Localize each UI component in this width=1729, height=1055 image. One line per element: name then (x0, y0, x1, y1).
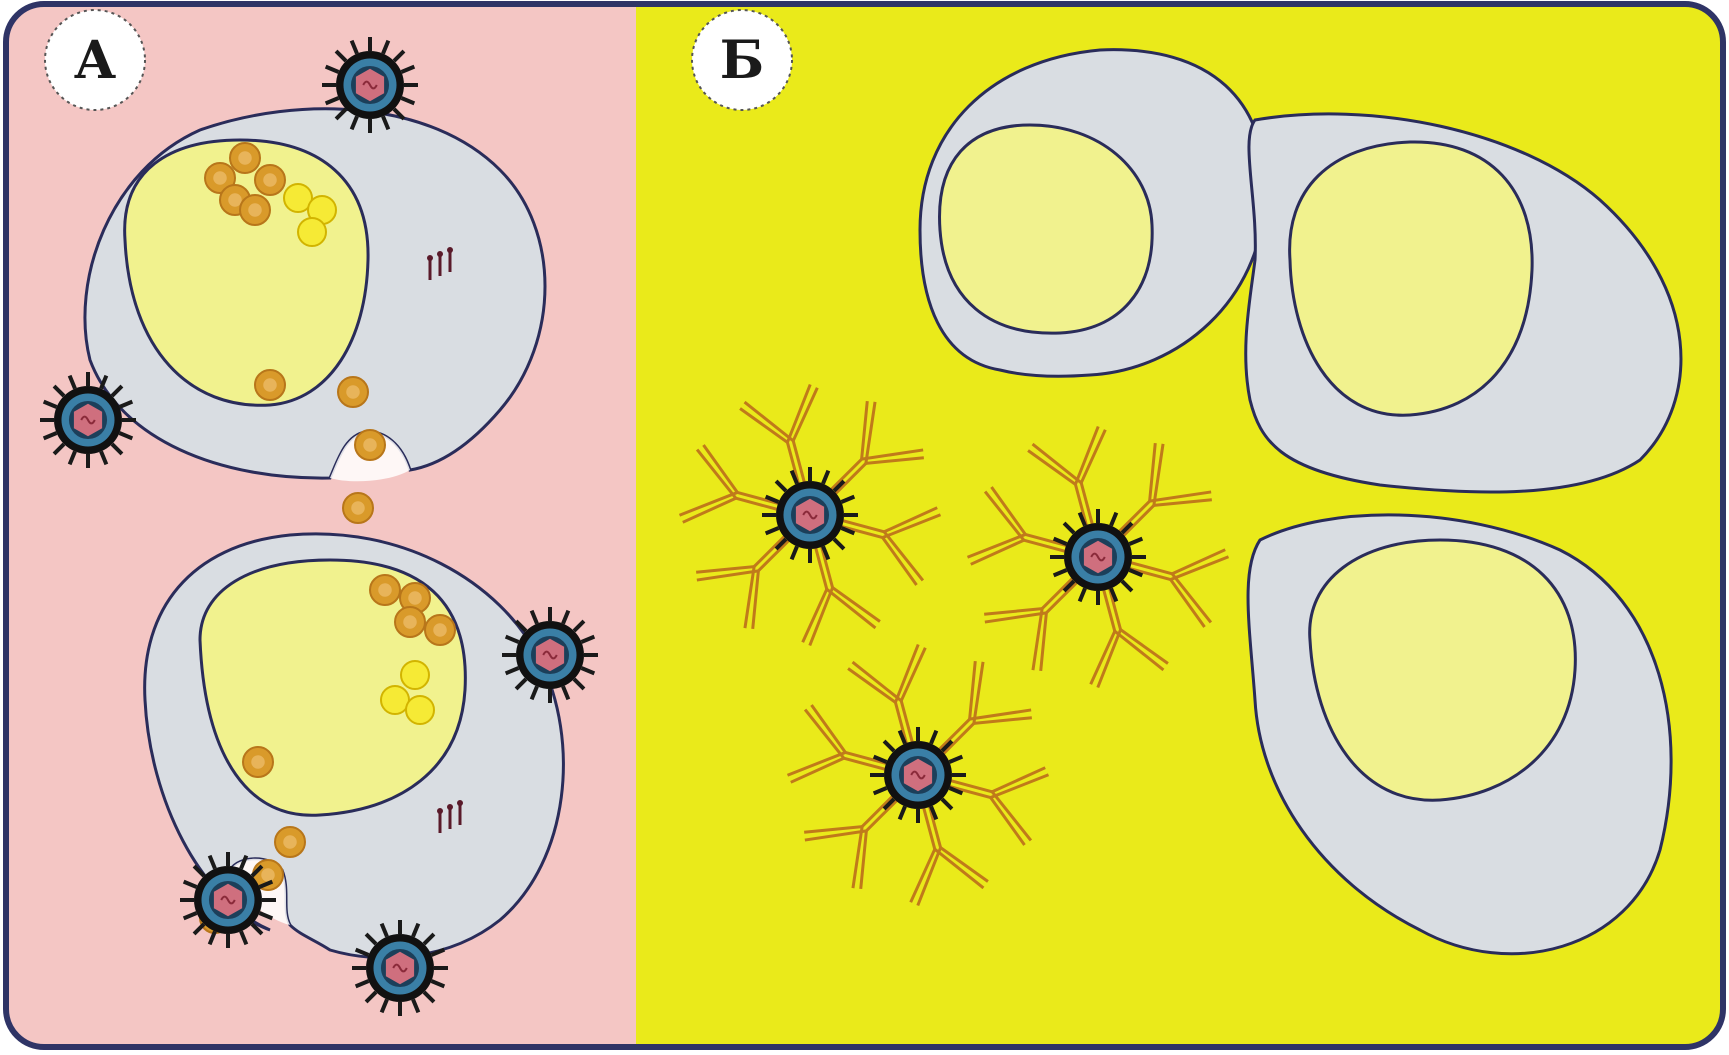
virion-icon (401, 661, 429, 689)
nucleus (1310, 540, 1576, 800)
virion-icon (381, 686, 409, 714)
panel-b-badge: Б (692, 10, 792, 110)
virion-core (213, 171, 227, 185)
virion-icon (355, 430, 385, 460)
virion-core (363, 438, 377, 452)
virion-core (346, 385, 360, 399)
virion-icon (395, 607, 425, 637)
virion-icon (298, 218, 326, 246)
virus-icon (352, 920, 448, 1016)
virion-icon (243, 747, 273, 777)
virion-icon (343, 493, 373, 523)
virion-assembling (406, 696, 434, 724)
virion-core (228, 193, 242, 207)
virus-icon (40, 372, 136, 468)
virus-icon (762, 467, 858, 563)
virion-core (408, 591, 422, 605)
ribosome-dot (457, 800, 463, 806)
virion-core (263, 378, 277, 392)
virus-icon (322, 37, 418, 133)
panel-a-label: А (74, 30, 116, 91)
virus-icon (870, 727, 966, 823)
ribosome-dot (427, 255, 433, 261)
infected-cell-top (85, 109, 545, 478)
virion-icon (230, 143, 260, 173)
ribosome-dot (437, 251, 443, 257)
virion-icon (255, 370, 285, 400)
virion-icon (406, 696, 434, 724)
ribosome-dot (437, 808, 443, 814)
virion-core (248, 203, 262, 217)
virion-core (261, 868, 275, 882)
virion-core (351, 501, 365, 515)
virion-icon (370, 575, 400, 605)
virion-assembling (401, 661, 429, 689)
virion-core (403, 615, 417, 629)
virion-core (378, 583, 392, 597)
ribosome-dot (447, 804, 453, 810)
virion-core (251, 755, 265, 769)
virion-core (433, 623, 447, 637)
virion-icon (275, 827, 305, 857)
virion-assembling (381, 686, 409, 714)
panel-a-badge: А (45, 10, 145, 110)
virion-core (283, 835, 297, 849)
virion-icon (240, 195, 270, 225)
virion-assembling (298, 218, 326, 246)
panel-b-label: Б (720, 30, 764, 91)
virion-icon (425, 615, 455, 645)
virus-icon (502, 607, 598, 703)
virion-core (263, 173, 277, 187)
virion-icon (255, 165, 285, 195)
nucleus (940, 125, 1153, 333)
nucleus (1290, 142, 1533, 415)
ribosome-dot (447, 247, 453, 253)
virus-icon (1050, 509, 1146, 605)
virion-icon (338, 377, 368, 407)
virus-icon (180, 852, 276, 948)
virion-core (238, 151, 252, 165)
